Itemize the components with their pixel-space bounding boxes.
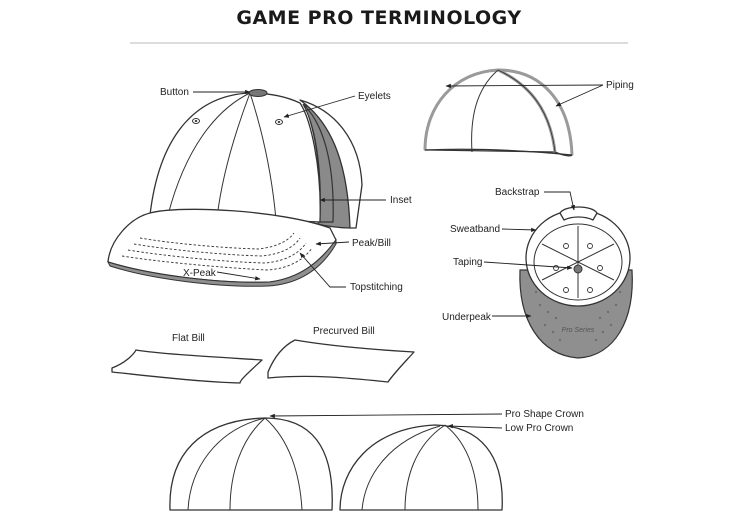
label-inset: Inset	[390, 195, 412, 206]
label-x-peak: X-Peak	[183, 268, 217, 279]
underside-cap-illustration: Pro Series	[519, 206, 633, 359]
crown-front	[149, 92, 321, 223]
label-button: Button	[160, 87, 189, 98]
low-pro-crown-illustration	[339, 424, 503, 511]
label-low-pro-crown: Low Pro Crown	[505, 423, 573, 434]
label-peak-bill: Peak/Bill	[352, 238, 391, 249]
label-backstrap: Backstrap	[495, 187, 540, 198]
underpeak-imprint: Pro Series	[562, 327, 595, 334]
label-taping: Taping	[453, 257, 482, 268]
button-top	[248, 89, 268, 97]
flat-bill-shape	[111, 349, 263, 384]
label-flat-bill: Flat Bill	[172, 333, 205, 344]
pro-shape-crown-illustration	[169, 417, 333, 511]
label-precurved-bill: Precurved Bill	[313, 326, 375, 337]
main-cap-illustration	[107, 89, 363, 287]
page-title: GAME PRO TERMINOLOGY	[236, 7, 521, 29]
precurved-bill-shape	[267, 339, 415, 383]
piping-cap-illustration	[423, 68, 574, 157]
label-underpeak: Underpeak	[442, 312, 492, 323]
label-eyelets: Eyelets	[358, 91, 391, 102]
label-pro-shape-crown: Pro Shape Crown	[505, 409, 584, 420]
label-piping: Piping	[606, 80, 634, 91]
label-sweatband: Sweatband	[450, 224, 500, 235]
label-topstitching: Topstitching	[350, 282, 403, 293]
